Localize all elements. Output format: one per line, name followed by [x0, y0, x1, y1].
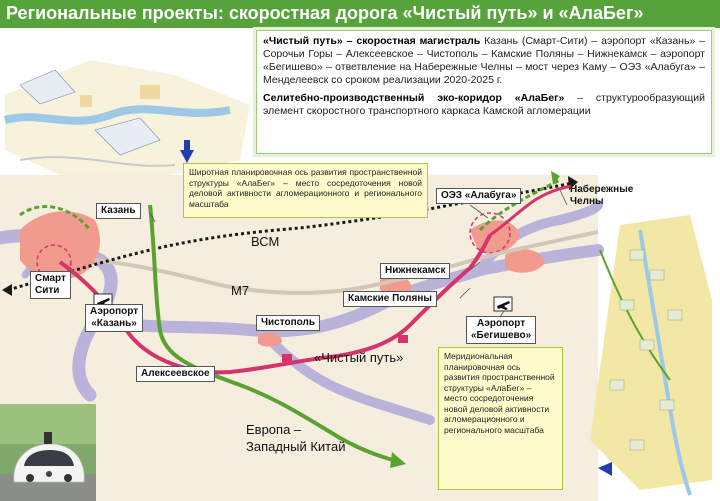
project-info-box: «Чистый путь» – скоростная магистраль Ка…	[256, 30, 712, 154]
airport-icon-begishevo	[493, 296, 513, 312]
eco-arrow-right	[551, 171, 560, 185]
europe-arrow	[390, 452, 406, 468]
alabeg-3d-illustration	[590, 215, 712, 496]
label-airport-begishevo: Аэропорт «Бегишево»	[466, 316, 537, 344]
page-title: Региональные проекты: скоростная дорога …	[6, 3, 644, 23]
station-marker	[398, 335, 408, 343]
label-airport-kazan: Аэропорт «Казань»	[85, 304, 144, 332]
self-driving-car-photo	[0, 404, 96, 501]
label-alekseevskoe: Алексеевское	[136, 366, 215, 382]
city-3d-illustration	[3, 60, 250, 175]
station-marker	[282, 354, 292, 362]
note-latitudinal-axis: Широтная планировочная ось развития прос…	[183, 163, 428, 218]
leader-lines	[149, 189, 568, 318]
vsm-arrow-left	[2, 284, 12, 296]
road-chisty-put-branch	[489, 184, 573, 237]
road-label-europe-china: Европа – Западный Китай	[246, 422, 346, 454]
info-p2-bold: Селитебно-производственный эко-коридор «…	[263, 92, 565, 104]
label-chistopol: Чистополь	[256, 315, 321, 331]
road-europe-china	[148, 204, 401, 464]
info-paragraph-2: Селитебно-производственный эко-коридор «…	[263, 92, 705, 118]
road-label-vsm: ВСМ	[251, 234, 280, 249]
label-naberezhnye-chelny: Набережные Челны	[570, 184, 634, 207]
road-label-m7: М7	[231, 283, 250, 298]
road-chisty-put	[58, 234, 492, 375]
info-paragraph-1: «Чистый путь» – скоростная магистраль Ка…	[263, 35, 705, 87]
label-alabuga: ОЭЗ «Алабуга»	[436, 188, 522, 204]
label-smart-city: Смарт Сити	[30, 271, 71, 299]
road-m7	[94, 230, 599, 295]
label-kamskie-polyany: Камские Поляны	[343, 291, 437, 307]
road-label-chisty-put: «Чистый путь»	[314, 350, 404, 365]
eco-corridor-green-loop	[19, 178, 561, 232]
info-p2-text: – структурообразующий элемент скоростног…	[263, 92, 705, 117]
title-bar: Региональные проекты: скоростная дорога …	[0, 0, 720, 28]
label-kazan: Казань	[96, 203, 141, 219]
info-p1-text: Казань (Смарт-Сити) – аэропорт «Казань» …	[263, 35, 706, 86]
note-meridional-axis: Меридиональная планировочная ось развити…	[438, 347, 563, 490]
info-p1-bold: «Чистый путь» – скоростная магистраль	[263, 35, 481, 47]
label-nizhnekamsk: Нижнекамск	[380, 263, 451, 279]
highlight-circles	[36, 212, 511, 280]
